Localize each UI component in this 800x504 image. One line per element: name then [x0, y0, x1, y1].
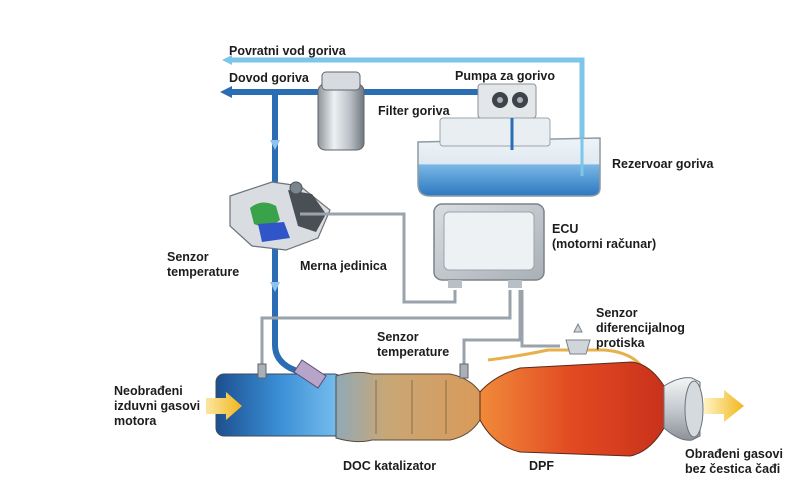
differential-pressure-sensor	[487, 322, 648, 373]
label-ecu-line1: ECU	[552, 222, 579, 236]
label-obradjeni-line1: Obrađeni gasovi	[685, 447, 783, 461]
label-senzor-temperature-mid-line2: temperature	[377, 345, 450, 359]
label-senzor-diferencijalnog: Senzor diferencijalnog protiska	[596, 306, 685, 351]
label-senzor-temperature-top: Senzor temperature	[167, 250, 239, 280]
label-senzor-temperature-top-line1: Senzor	[167, 250, 209, 264]
return-fuel-line	[222, 55, 585, 138]
label-dpf: DPF	[529, 459, 554, 473]
label-senzor-dif-line3: protiska	[596, 336, 645, 350]
label-neobradjeni-line2: izduvni gasovi	[114, 399, 201, 413]
label-neobradjeni-gasovi: Neobrađeni izduvni gasovi motora	[114, 384, 200, 429]
label-povratni-vod: Povratni vod goriva	[229, 44, 346, 58]
label-senzor-temperature-mid-line1: Senzor	[377, 330, 419, 344]
label-obradjeni-gasovi: Obrađeni gasovi bez čestica čađi	[685, 447, 783, 477]
label-neobradjeni-line3: motora	[114, 414, 157, 428]
label-ecu: ECU (motorni računar)	[552, 222, 656, 252]
label-senzor-temperature-mid: Senzor temperature	[377, 330, 449, 360]
ecu-unit	[433, 203, 545, 288]
fuel-pump	[477, 83, 537, 119]
label-dovod: Dovod goriva	[229, 71, 309, 85]
label-filter: Filter goriva	[378, 104, 450, 118]
fuel-filter	[317, 71, 365, 151]
label-senzor-dif-line2: diferencijalnog	[596, 321, 685, 335]
label-senzor-temperature-top-line2: temperature	[167, 265, 240, 279]
label-rezervoar: Rezervoar goriva	[612, 157, 714, 171]
label-doc-katalizator: DOC katalizator	[343, 459, 437, 473]
label-neobradjeni-line1: Neobrađeni	[114, 384, 183, 398]
exhaust-system	[206, 359, 744, 457]
label-pumpa: Pumpa za gorivo	[455, 69, 556, 83]
fuel-tank	[417, 117, 601, 197]
metering-unit	[229, 181, 331, 251]
label-senzor-dif-line1: Senzor	[596, 306, 638, 320]
label-obradjeni-line2: bez čestica čađi	[685, 462, 781, 476]
label-merna-jedinica: Merna jedinica	[300, 259, 387, 273]
label-ecu-line2: (motorni računar)	[552, 237, 657, 251]
sensor-wires	[260, 212, 560, 372]
